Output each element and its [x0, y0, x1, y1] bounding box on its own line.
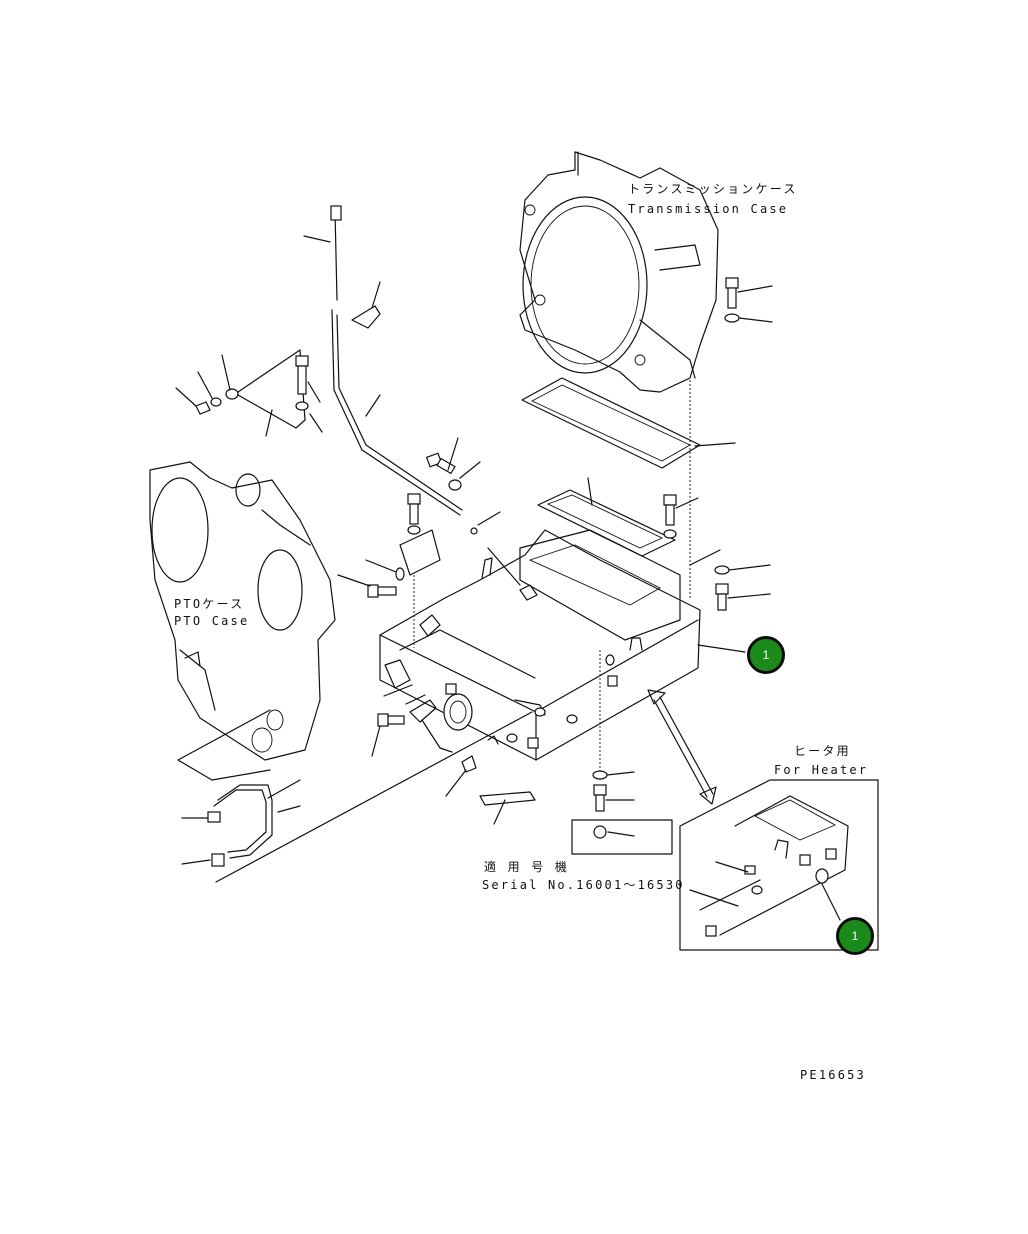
transmission-case: [519, 151, 719, 393]
pto-case: [149, 461, 336, 761]
pto-bolt: [337, 559, 405, 598]
drain-plug-stack: [571, 770, 673, 855]
lube-pipe: [177, 709, 533, 883]
serial-label-jp: 適 用 号 機: [484, 860, 570, 874]
bracket: [175, 349, 323, 437]
pto-case-label-en: PTO Case: [174, 614, 250, 628]
callout-marker-heater[interactable]: 1: [836, 917, 874, 955]
heater-detail: [679, 779, 879, 951]
transmission-case-label-jp: トランスミッションケース: [628, 182, 798, 196]
dipstick: [303, 205, 463, 516]
heater-label-en: For Heater: [774, 763, 869, 777]
strainer-plate: [537, 477, 699, 557]
heater-label-jp: ヒータ用: [794, 744, 851, 758]
detail-arrow: [647, 689, 717, 805]
pto-case-label-jp: PTOケース: [174, 597, 245, 611]
callout-marker-main[interactable]: 1: [747, 636, 785, 674]
serial-label-en: Serial No.16001〜16530: [482, 878, 685, 892]
gasket: [521, 377, 736, 469]
dipstick-bracket-bolts: [399, 437, 538, 648]
transmission-case-label-en: Transmission Case: [628, 202, 789, 216]
transmission-bolt: [689, 277, 773, 600]
drain-fittings: [371, 684, 536, 825]
side-bolts: [689, 549, 771, 611]
figure-code: PE16653: [800, 1068, 866, 1082]
hydraulic-tank: [379, 529, 746, 780]
